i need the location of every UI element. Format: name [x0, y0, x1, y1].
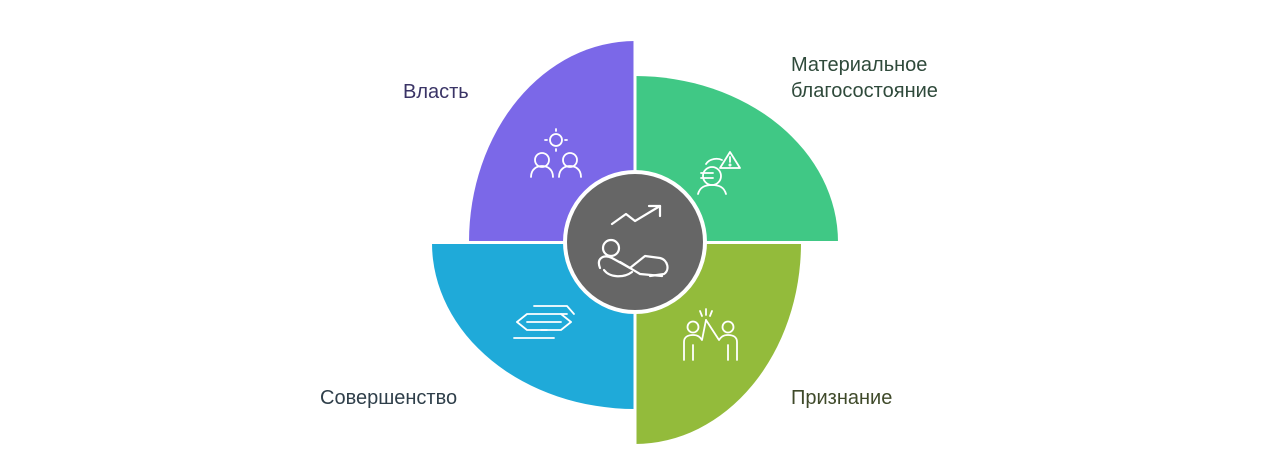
label-perfection: Совершенство	[320, 387, 458, 409]
label-recognition: Признание	[791, 387, 893, 409]
high-five-icon	[683, 308, 738, 361]
relaxing-person-trend-up-icon	[597, 204, 669, 278]
label-wealth-line-2: благосостояние	[791, 80, 938, 102]
people-gears-icon	[530, 128, 582, 178]
center-circle	[563, 170, 707, 314]
euro-person-warning-icon	[697, 151, 741, 195]
label-wealth-line-1: Материальное	[791, 54, 928, 76]
label-power: Власть	[403, 81, 469, 103]
label-wealth: Материальное благосостояние	[791, 52, 991, 104]
double-arrows-icon	[513, 305, 575, 339]
